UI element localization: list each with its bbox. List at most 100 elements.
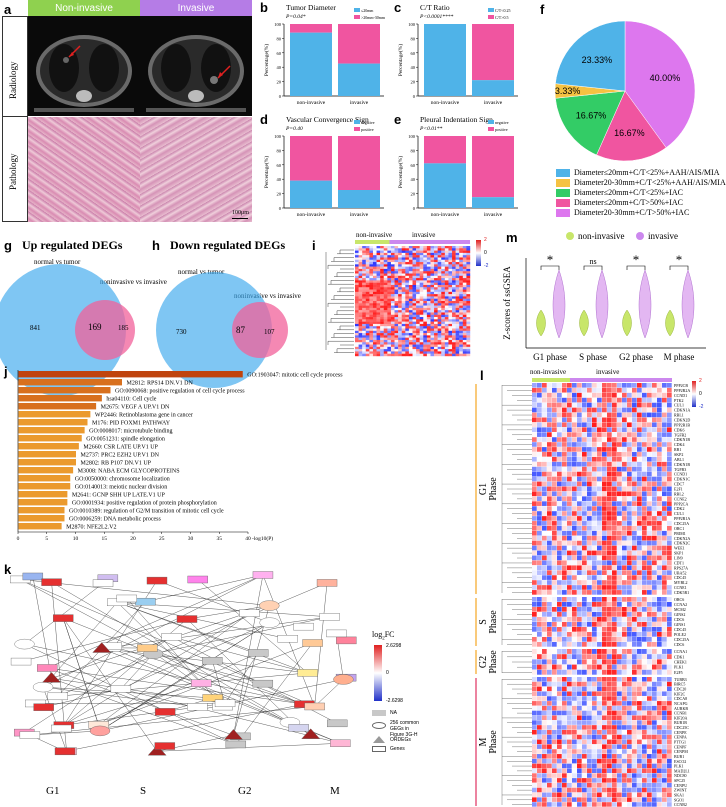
heatmap-cell [380, 266, 384, 270]
heatmap-cell [557, 632, 562, 637]
heatmap-cell [405, 298, 410, 302]
heatmap-cell [557, 758, 562, 764]
heatmap-cell [662, 686, 667, 692]
heatmap-cell [627, 521, 632, 526]
heatmap-cell [412, 287, 417, 290]
heatmap-cell [542, 501, 547, 506]
heatmap-cell [358, 344, 363, 348]
heatmap-cell [405, 312, 410, 315]
heatmap-cell [557, 585, 562, 590]
heatmap-cell [647, 506, 652, 511]
y-axis-label: Z-scores of ssGSEA [502, 266, 512, 340]
heatmap-cell [597, 471, 602, 477]
heatmap-cell [430, 317, 435, 320]
heatmap-cell [577, 427, 582, 433]
heatmap-cell [597, 617, 602, 622]
heatmap-cell [405, 257, 410, 260]
panel-label-j: j [4, 364, 8, 379]
heatmap-cell [562, 802, 567, 807]
legend-label: C/T<0.25 [495, 8, 510, 13]
heatmap-cell [632, 516, 637, 521]
heatmap-cell [602, 681, 607, 687]
heatmap-cell [632, 597, 637, 602]
panel-label-c: c [394, 0, 401, 15]
heatmap-cell [662, 758, 667, 764]
heatmap-cell [369, 287, 374, 290]
heatmap-cell [612, 501, 617, 506]
heatmap-cell [667, 802, 672, 807]
heatmap-cell [552, 622, 557, 627]
legend-swatch [556, 199, 570, 207]
heatmap-cell [419, 312, 424, 315]
heatmap-cell [390, 264, 395, 267]
heatmap-cell [612, 758, 617, 764]
heatmap-cell [394, 317, 399, 320]
heatmap-cell [437, 246, 442, 249]
heatmap-cell [577, 452, 582, 457]
heatmap-cell [652, 622, 657, 627]
heatmap-cell [444, 349, 449, 352]
heatmap-cell [567, 602, 572, 607]
venn-g-left-circle [0, 264, 126, 396]
heatmap-cell [394, 291, 399, 295]
heatmap-cell [577, 642, 582, 647]
heatmap-cell [390, 246, 395, 249]
network-node [248, 649, 269, 657]
heatmap-cell [532, 739, 537, 745]
heatmap-cell [542, 471, 547, 477]
heatmap-cell [567, 590, 572, 595]
heatmap-cell [455, 291, 460, 295]
heatmap-cell [405, 262, 410, 265]
heatmap-cell [383, 337, 388, 341]
heatmap-cell [547, 691, 552, 696]
heatmap-cell [622, 710, 627, 716]
heatmap-cell [587, 530, 592, 536]
heatmap-cell [662, 664, 667, 670]
network-edge [98, 652, 259, 725]
heatmap-cell [657, 540, 662, 546]
heatmap-cell [662, 565, 667, 571]
heatmap-cell [542, 447, 547, 452]
heatmap-cell [552, 696, 557, 701]
heatmap-cell [607, 773, 612, 778]
heatmap-cell [362, 328, 366, 331]
heatmap-cell [622, 659, 627, 665]
heatmap-cell [592, 501, 597, 506]
heatmap-cell [552, 570, 557, 575]
gene-label: BUB1B [674, 720, 687, 725]
heatmap-cell [376, 326, 381, 329]
heatmap-cell [394, 312, 399, 315]
gene-label: ZWINT [674, 788, 687, 793]
p-value: P=0.04* [285, 13, 306, 20]
heatmap-cell [567, 570, 572, 575]
heatmap-cell [408, 351, 413, 354]
heatmap-cell [597, 597, 602, 602]
heatmap-cell [632, 659, 637, 665]
heatmap-cell [587, 540, 592, 546]
heatmap-cell [622, 570, 627, 575]
heatmap-cell [622, 612, 627, 617]
bar-bottom [472, 197, 514, 208]
heatmap-cell [612, 754, 617, 759]
heatmap-cell [444, 323, 449, 327]
heatmap-cell [547, 787, 552, 793]
pie-slice [555, 20, 626, 92]
heatmap-cell [597, 550, 602, 556]
heatmap-cell [562, 417, 567, 423]
heatmap-cell [592, 792, 597, 798]
heatmap-cell [542, 456, 547, 462]
heatmap-cell [662, 585, 667, 590]
heatmap-cell [567, 659, 572, 665]
heatmap-cell [647, 590, 652, 595]
heatmap-cell [577, 797, 582, 802]
heatmap-cell [622, 792, 627, 798]
heatmap-cell [405, 289, 410, 293]
heatmap-cell [627, 763, 632, 769]
heatmap-cell [582, 649, 587, 654]
heatmap-cell [632, 773, 637, 778]
heatmap-cell [390, 273, 395, 276]
heatmap-cell [398, 278, 402, 281]
heatmap-cell [452, 252, 456, 256]
